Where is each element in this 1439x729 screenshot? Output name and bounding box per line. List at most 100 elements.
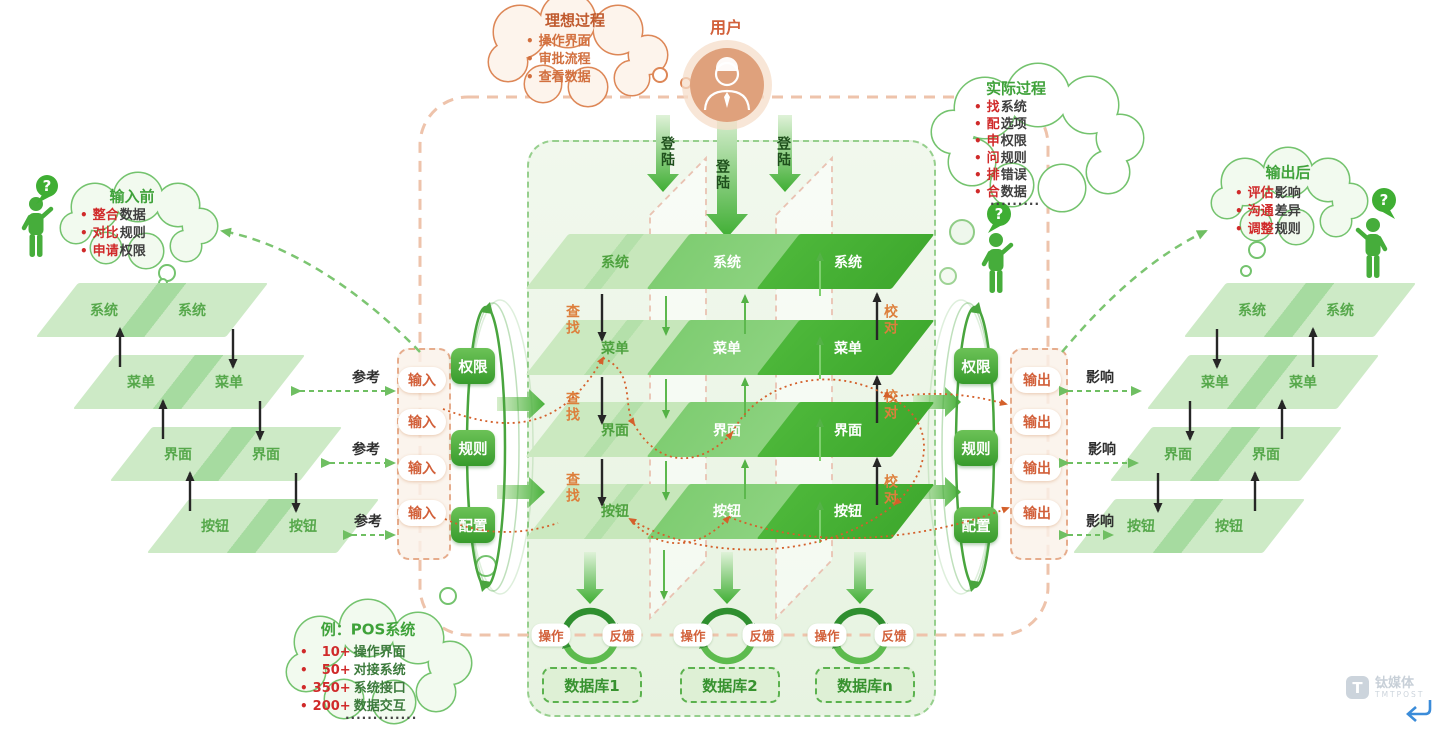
person-middle-icon [984, 233, 1011, 293]
input-pill-3: 输入 [398, 455, 446, 481]
reference-label-3: 参考 [354, 514, 382, 530]
left-stack-interface-label-1: 界面 [164, 447, 192, 463]
check-label-3: 校对 [882, 474, 898, 506]
login-label-2: 登陆 [714, 159, 730, 191]
after-output-cloud-title: 输出后 [1265, 163, 1311, 182]
right-stack-row-system [1183, 283, 1417, 337]
ideal-cloud-title: 理想过程 [544, 11, 606, 30]
center-interface-light-label: 界面 [601, 423, 629, 439]
left-stack-interface-label-2: 界面 [252, 447, 280, 463]
search-label-2: 查找 [564, 391, 580, 423]
feedback-pill-3: 反馈 [874, 623, 914, 647]
right-stack-button-label-1: 按钮 [1127, 519, 1155, 535]
feedback-pill-1: 反馈 [602, 623, 642, 647]
output-pill-3: 输出 [1013, 455, 1061, 481]
return-arrow-icon [1406, 700, 1432, 722]
right-key-rules: 规则 [954, 430, 998, 466]
output-pill-1: 输出 [1013, 367, 1061, 393]
right-key-config: 配置 [954, 507, 998, 543]
search-label-1: 查找 [564, 304, 580, 336]
reference-label-1: 参考 [352, 370, 380, 386]
left-stack-row-button [146, 499, 380, 553]
watermark-logo-icon: T [1346, 676, 1369, 699]
input-pill-4: 输入 [398, 500, 446, 526]
login-label-1: 登陆 [659, 136, 675, 168]
left-key-config: 配置 [451, 507, 495, 543]
center-system-light-label: 系统 [601, 255, 629, 271]
watermark-name: 钛媒体 [1375, 675, 1415, 691]
right-stack-menu-label-2: 菜单 [1289, 375, 1317, 391]
right-stack-interface-label-2: 界面 [1252, 447, 1280, 463]
left-key-rules: 规则 [451, 430, 495, 466]
left-stack-row-system [35, 283, 269, 337]
question-mark-left: ? [42, 177, 52, 195]
search-label-3: 查找 [564, 472, 580, 504]
question-mark-right: ? [1379, 191, 1389, 209]
input-pill-2: 输入 [398, 409, 446, 435]
left-stack-system-label-2: 系统 [178, 303, 206, 319]
right-key-permission: 权限 [954, 348, 998, 384]
watermark-sub: TMTPOST [1375, 689, 1425, 699]
output-pill-4: 输出 [1013, 500, 1061, 526]
login-label-3: 登陆 [775, 136, 791, 168]
check-label-1: 校对 [882, 304, 898, 336]
center-menu-dark-label: 菜单 [834, 341, 862, 357]
ideal-cloud-item: 查看数据 [526, 66, 591, 85]
center-button-dark-label: 按钮 [834, 504, 862, 520]
left-stack-button-label-2: 按钮 [289, 519, 317, 535]
pos-example-title: 例：POS系统 [320, 620, 416, 639]
impact-label-3: 影响 [1086, 514, 1114, 530]
database-2-box: 数据库2 [680, 667, 780, 703]
ideal-cloud-item: 审批流程 [526, 48, 591, 67]
center-system-mid-label: 系统 [713, 255, 741, 271]
person-left-icon [24, 197, 51, 257]
ideal-cloud-item: 操作界面 [526, 30, 591, 49]
left-stack-row-menu [72, 355, 306, 409]
right-stack-system-label-2: 系统 [1326, 303, 1354, 319]
database-1-box: 数据库1 [542, 667, 642, 703]
person-right-icon [1358, 218, 1385, 278]
input-pill-1: 输入 [398, 367, 446, 393]
left-stack-system-label-1: 系统 [90, 303, 118, 319]
left-stack-button-label-1: 按钮 [201, 519, 229, 535]
right-stack-row-interface [1109, 427, 1343, 481]
right-stack-button-label-2: 按钮 [1215, 519, 1243, 535]
operate-pill-2: 操作 [673, 623, 713, 647]
user-avatar [682, 40, 772, 130]
database-n-box: 数据库n [815, 667, 915, 703]
center-menu-light-label: 菜单 [601, 341, 629, 357]
pos-example-ellipsis: ............. [345, 708, 418, 722]
watermark: T 钛媒体 TMTPOST [1346, 676, 1424, 699]
center-menu-mid-label: 菜单 [713, 341, 741, 357]
right-stack-menu-label-1: 菜单 [1201, 375, 1229, 391]
impact-label-2: 影响 [1088, 442, 1116, 458]
left-stack-menu-label-1: 菜单 [127, 375, 155, 391]
left-stack-row-interface [109, 427, 343, 481]
check-label-2: 校对 [882, 389, 898, 421]
left-key-permission: 权限 [451, 348, 495, 384]
right-stack-system-label-1: 系统 [1238, 303, 1266, 319]
pos-example-item: 350+系统接口 [300, 677, 406, 696]
right-stack-row-menu [1146, 355, 1380, 409]
center-interface-mid-label: 界面 [713, 423, 741, 439]
feedback-pill-2: 反馈 [742, 623, 782, 647]
question-mark-middle: ? [994, 205, 1004, 223]
reference-label-2: 参考 [352, 442, 380, 458]
pos-example-item: 50+对接系统 [300, 659, 406, 678]
center-button-mid-label: 按钮 [713, 504, 741, 520]
center-system-dark-label: 系统 [834, 255, 862, 271]
output-pill-2: 输出 [1013, 409, 1061, 435]
right-stack-interface-label-1: 界面 [1164, 447, 1192, 463]
operate-pill-3: 操作 [807, 623, 847, 647]
user-label: 用户 [709, 18, 743, 37]
center-button-light-label: 按钮 [601, 504, 629, 520]
operate-pill-1: 操作 [531, 623, 571, 647]
left-stack-menu-label-2: 菜单 [215, 375, 243, 391]
